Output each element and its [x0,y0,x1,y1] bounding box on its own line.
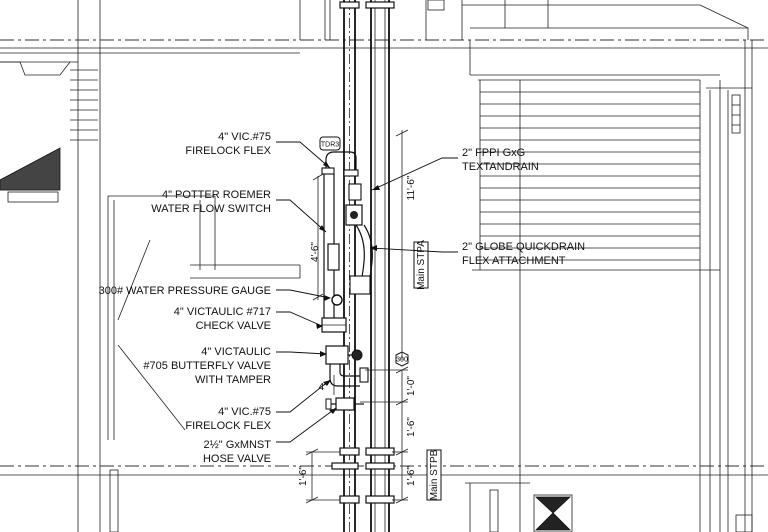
dim-1-0: 1'-0" [406,376,417,396]
label-hose-line2: HOSE VALVE [203,453,271,465]
pipe-couplings [331,1,395,504]
hose-valve [335,397,355,411]
label-butterfly-line1: 4" VICTAULIC [201,346,271,358]
tdr-tag-text: TDR3 [321,142,339,149]
label-butterfly-line2: #705 BUTTERFLY VALVE [143,360,271,372]
label-potter-line2: WATER FLOW SWITCH [151,203,271,215]
roof-shading [0,147,61,191]
tdr-tag: TDR3 [319,136,341,151]
stpa-tag-text: Main STPA [416,240,427,290]
dim-1-6-upper: 1'-6" [406,417,417,437]
label-gauge: 300# WATER PRESSURE GAUGE [99,285,271,297]
stpb-tag: Main STPB [426,449,442,501]
label-hose-line1: 2½" GxMNST [204,439,272,451]
dimensions: 11'-6" 4'-6" 4" 1'-0" 1'-6" 1'-6" 1'-6" [298,129,417,504]
butterfly-handwheel [351,349,363,361]
dim-11-6: 11'-6" [406,175,417,200]
stpb-tag-text: Main STPB [429,449,440,500]
label-fppi-line1: 2" FPPI GxG [462,147,525,159]
label-globe-line2: FLEX ATTACHMENT [462,255,566,267]
wall-hatch-left [70,79,98,141]
pressure-gauge [331,294,343,306]
label-check-line1: 4" VICTAULIC #717 [174,306,271,318]
butterfly-valve [325,345,349,365]
bottom-elbow [329,364,360,387]
label-potter-line1: 4" POTTER ROEMER [162,189,271,201]
callout-check: 4" VICTAULIC #717 CHECK VALVE [174,306,271,332]
label-vic75-top-line2: FIRELOCK FLEX [185,145,271,157]
label-globe-line1: 2" GLOBE QUICKDRAIN [462,241,585,253]
leader-lines [276,141,458,443]
label-vic75-top-line1: 4" VIC.#75 [218,131,271,143]
stpa-tag: Main STPA [413,240,429,290]
callout-gauge: 300# WATER PRESSURE GAUGE [99,285,271,297]
label-check-line2: CHECK VALVE [196,320,271,332]
callout-vic75-bottom: 4" VIC.#75 FIRELOCK FLEX [185,406,271,432]
roof-hatch-right [480,91,700,261]
callout-potter: 4" POTTER ROEMER WATER FLOW SWITCH [151,189,271,215]
textandrain-valve [348,183,362,201]
dim-1-6-right: 1'-6" [406,466,417,486]
callout-fppi: 2" FPPI GxG TEXTANDRAIN [462,147,539,173]
flow-switch [327,243,340,271]
dim-1-6-left: 1'-6" [298,466,309,486]
riser-assembly [321,151,373,411]
label-vic75-bottom-line2: FIRELOCK FLEX [185,420,271,432]
dim-4: 4" [318,382,328,393]
top-elbow [325,151,357,170]
label-fppi-line2: TEXTANDRAIN [462,161,539,173]
callout-globe: 2" GLOBE QUICKDRAIN FLEX ATTACHMENT [462,241,585,267]
dim-4-6: 4'-6" [310,242,321,262]
label-butterfly-line3: WITH TAMPER [195,374,271,386]
label-vic75-bottom-line1: 4" VIC.#75 [218,406,271,418]
callout-vic75-top: 4" VIC.#75 FIRELOCK FLEX [185,131,271,157]
callout-hose: 2½" GxMNST HOSE VALVE [203,439,271,465]
callout-butterfly: 4" VICTAULIC #705 BUTTERFLY VALVE WITH T… [143,346,271,386]
riser-pipe-main [343,0,356,532]
